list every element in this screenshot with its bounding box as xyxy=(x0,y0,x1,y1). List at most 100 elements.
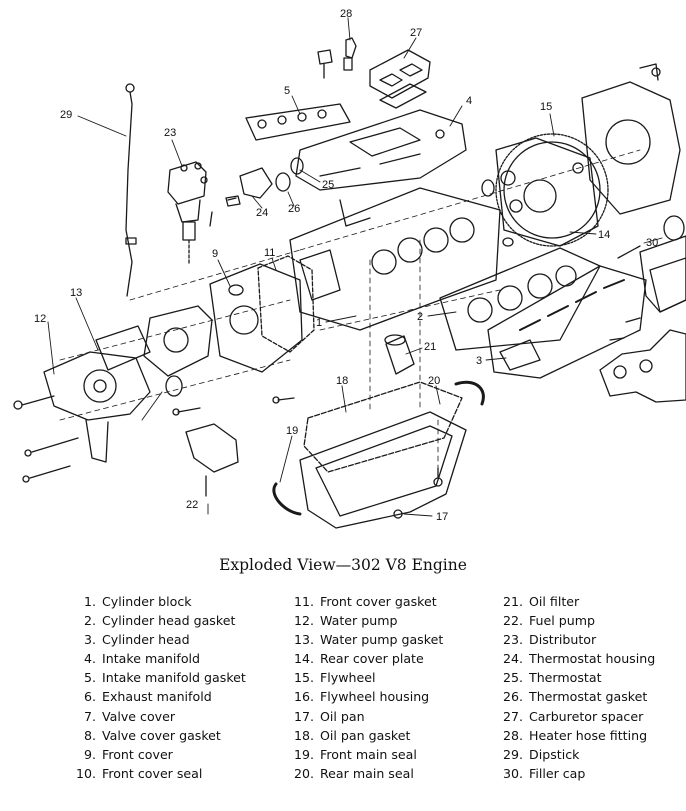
intake-manifold-drawing xyxy=(295,109,467,191)
legend-item: 11.Front cover gasket xyxy=(284,592,443,611)
callout-22: 22 xyxy=(186,499,198,511)
callout-9: 9 xyxy=(212,248,218,260)
legend-column-2: 11.Front cover gasket 12.Water pump 13.W… xyxy=(284,592,443,783)
legend-label: Cylinder head gasket xyxy=(102,613,236,629)
front-cover-drawing xyxy=(209,263,303,373)
callout-30: 30 xyxy=(646,237,658,249)
callout-14: 14 xyxy=(598,229,610,241)
legend-item: 15. Flywheel xyxy=(284,668,443,687)
legend-label: Fuel pump xyxy=(529,613,596,629)
legend-item: 5.Intake manifold gasket xyxy=(60,668,246,687)
legend-number: 14. xyxy=(293,651,314,667)
oil-pan-gasket-drawing xyxy=(303,381,463,473)
filler-cap-drawing xyxy=(649,215,686,313)
legend-number: 3. xyxy=(83,632,96,648)
bolts-drawing xyxy=(22,197,641,487)
legend-number: 17. xyxy=(293,708,314,724)
oil-pan-drawing xyxy=(299,411,467,529)
legend-label: Valve cover gasket xyxy=(102,727,221,743)
legend-item: 26. Thermostat gasket xyxy=(493,687,655,706)
legend-number: 27. xyxy=(502,708,523,724)
legend-label: Thermostat gasket xyxy=(529,689,648,705)
intake-manifold-gasket-drawing xyxy=(245,103,351,141)
heater-hose-fitting-drawing xyxy=(317,37,357,79)
front-cover-gasket-drawing xyxy=(257,255,315,353)
legend-label: Heater hose fitting xyxy=(529,727,648,743)
legend-number: 16. xyxy=(293,689,314,705)
legend-label: Oil pan gasket xyxy=(320,727,411,743)
legend-label: Cylinder block xyxy=(102,594,192,609)
legend-label: Flywheel housing xyxy=(320,689,430,705)
legend-number: 28. xyxy=(502,727,523,743)
legend-item: 1.Cylinder block xyxy=(60,592,246,611)
callout-15: 15 xyxy=(540,101,552,113)
legend-label: Front main seal xyxy=(320,746,417,762)
legend-item: 9. Front cover xyxy=(60,745,246,764)
callout-2: 2 xyxy=(417,311,423,323)
callout-28: 28 xyxy=(340,8,352,20)
legend-item: 24.Thermostat housing xyxy=(493,649,655,668)
legend-item: 16. Flywheel housing xyxy=(284,687,443,706)
legend-label: Dipstick xyxy=(529,746,580,762)
callout-29: 29 xyxy=(60,109,72,121)
callout-1: 1 xyxy=(316,317,322,329)
legend-number: 4. xyxy=(83,651,96,667)
legend-label: Front cover xyxy=(102,746,173,762)
legend-item: 6.Exhaust manifold xyxy=(60,687,246,706)
callout-20: 20 xyxy=(428,375,440,387)
legend-item: 4.Intake manifold xyxy=(60,649,246,668)
legend-item: 14. Rear cover plate xyxy=(284,649,443,668)
legend-number: 9. xyxy=(83,746,96,762)
exploded-engine-diagram: 1 2 3 4 5 9 11 12 13 14 15 17 18 19 20 2… xyxy=(13,8,686,529)
legend-item: 21.Oil filter xyxy=(493,592,655,611)
flywheel-housing-drawing xyxy=(581,63,681,215)
distributor-drawing xyxy=(167,161,208,265)
legend-number: 2. xyxy=(83,613,96,629)
cylinder-head-drawing xyxy=(487,265,647,379)
legend-number: 7. xyxy=(83,708,96,724)
callout-13: 13 xyxy=(70,287,82,299)
legend-number: 13. xyxy=(293,632,314,648)
callout-18: 18 xyxy=(336,375,348,387)
legend-number: 26. xyxy=(502,689,523,705)
legend-label: Rear cover plate xyxy=(320,651,424,667)
legend-number: 6. xyxy=(83,689,96,705)
legend-number: 23. xyxy=(502,632,523,648)
cylinder-block-drawing xyxy=(289,187,501,331)
callout-3: 3 xyxy=(476,355,482,367)
legend-label: Front cover seal xyxy=(102,765,203,781)
legend-item: 8. Valve cover gasket xyxy=(60,726,246,745)
leader-lines xyxy=(47,17,663,517)
thermostat-parts-drawing xyxy=(225,157,304,207)
legend-item: 22.Fuel pump xyxy=(493,611,655,630)
legend-label: Oil pan xyxy=(320,708,365,724)
callout-25: 25 xyxy=(322,179,334,191)
callout-21: 21 xyxy=(424,341,436,353)
legend-number: 15. xyxy=(293,670,314,686)
legend-label: Rear main seal xyxy=(320,765,414,781)
legend-number: 30. xyxy=(502,765,523,781)
callout-4: 4 xyxy=(466,95,472,107)
legend-label: Flywheel xyxy=(320,670,376,686)
legend-item: 28. Heater hose fitting xyxy=(493,726,655,745)
legend-label: Filler cap xyxy=(529,765,586,781)
legend-item: 2. Cylinder head gasket xyxy=(60,611,246,630)
callout-11: 11 xyxy=(264,247,275,259)
legend-item: 27.Carburetor spacer xyxy=(493,707,655,726)
legend-number: 10. xyxy=(75,765,96,781)
legend-item: 17. Oil pan xyxy=(284,707,443,726)
cylinder-head-gasket-drawing xyxy=(439,247,601,351)
dipstick-drawing xyxy=(125,83,137,297)
callout-27: 27 xyxy=(410,27,422,39)
legend-label: Water pump gasket xyxy=(320,632,444,648)
legend-number: 29. xyxy=(502,746,523,762)
legend-column-1: 1.Cylinder block 2.Cylinder head gasket … xyxy=(60,592,246,783)
callout-26: 26 xyxy=(288,203,300,215)
legend-item: 20.Rear main seal xyxy=(284,764,443,783)
legend-item: 3.Cylinder head xyxy=(60,630,246,649)
main-seals-drawing xyxy=(272,380,485,516)
legend-number: 18. xyxy=(293,727,314,743)
rear-cover-plate-drawing xyxy=(481,137,599,247)
legend-number: 8. xyxy=(83,727,96,743)
legend-number: 5. xyxy=(83,670,96,686)
